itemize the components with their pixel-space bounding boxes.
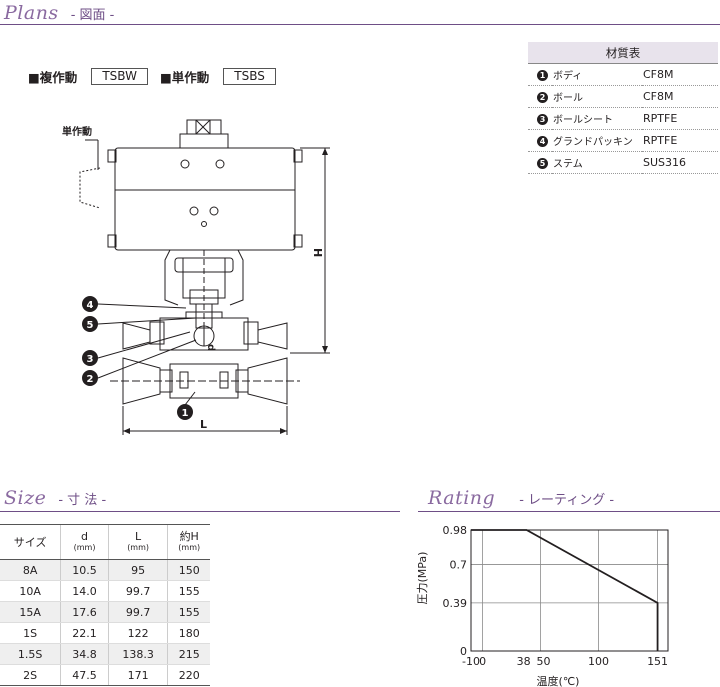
size-subtitle: - 寸 法 -	[58, 493, 107, 508]
part-material: RPTFE	[642, 129, 718, 152]
chart-plot-border	[470, 529, 669, 652]
part-material: CF8M	[642, 63, 718, 86]
material-row: 2 ボール CF8M	[528, 85, 718, 108]
chart-grid	[470, 529, 668, 652]
chart-x-tick-label: 50	[537, 655, 551, 668]
chart-y-tick-label: 0.39	[443, 597, 468, 610]
type-single-label: ■単作動	[159, 70, 210, 85]
chart-y-tick-label: 0	[460, 645, 467, 658]
material-row: 4 グランドパッキン RPTFE	[528, 129, 718, 152]
part-name: ボディ	[552, 63, 642, 86]
chart-y-tick-label: 0.7	[450, 559, 468, 572]
part-callout-1-label: 1	[182, 408, 189, 419]
part-name: ボール	[552, 85, 642, 108]
type-double-label: ■複作動	[28, 70, 78, 85]
chart-y-tick-label: 0.98	[443, 524, 468, 537]
size-col-L: L(mm)	[107, 524, 168, 560]
chart-y-ticks: 0 0.39 0.7 0.98	[443, 524, 468, 658]
single-acting-callout: 単作動	[62, 125, 92, 138]
rating-title: Rating	[428, 487, 496, 509]
rating-rule	[418, 511, 720, 512]
material-row: 5 ステム SUS316	[528, 151, 718, 174]
plans-rule	[0, 24, 720, 25]
part-callout-5: 5	[82, 316, 98, 332]
chart-x-tick-label: 0	[479, 655, 486, 668]
part-number-badge: 3	[537, 114, 548, 125]
part-name: ステム	[552, 151, 642, 174]
dim-d-label: d	[205, 344, 216, 351]
part-number-badge: 4	[537, 136, 548, 147]
size-heading: Size - 寸 法 -	[4, 487, 106, 509]
chart-series	[471, 529, 659, 651]
valve-drawing: 単作動 H L d 4 5 3 2 1	[62, 119, 330, 435]
chart-x-tick-label: -10	[462, 655, 480, 668]
plans-title: Plans	[4, 2, 59, 24]
part-callout-1: 1	[177, 404, 193, 420]
chart-ylabel: 圧力(MPa)	[416, 552, 429, 605]
part-callout-3: 3	[82, 350, 98, 366]
type-double-code: TSBW	[91, 68, 148, 85]
plans-subtitle: - 図面 -	[70, 8, 115, 23]
size-col-H: 約H(mm)	[167, 524, 210, 560]
part-callout-4-label: 4	[87, 300, 94, 311]
part-number-badge: 2	[537, 92, 548, 103]
part-callout-2-label: 2	[87, 374, 94, 385]
part-callout-4: 4	[82, 296, 98, 312]
plans-heading: Plans - 図面 -	[4, 2, 114, 24]
part-callout-5-label: 5	[87, 320, 94, 331]
material-row: 3 ボールシート RPTFE	[528, 107, 718, 130]
chart-x-tick-label: 151	[647, 655, 668, 668]
part-number-badge: 5	[537, 158, 548, 169]
chart-xlabel: 温度(℃)	[537, 674, 580, 687]
size-title: Size	[4, 487, 47, 509]
dim-H-label: H	[311, 248, 324, 257]
rating-subtitle: - レーティング -	[519, 493, 615, 508]
rating-heading: Rating - レーティング -	[428, 487, 614, 509]
size-col-d: d(mm)	[60, 524, 109, 560]
type-single-code: TSBS	[223, 68, 276, 85]
part-callout-2: 2	[82, 370, 98, 386]
part-callout-3-label: 3	[87, 354, 94, 365]
chart-series-line	[471, 529, 659, 651]
part-name: グランドパッキン	[552, 129, 642, 152]
chart-x-tick-label: 100	[588, 655, 609, 668]
part-material: RPTFE	[642, 107, 718, 130]
size-rule	[0, 511, 400, 512]
material-table: 材質表 1 ボディ CF8M 2 ボール CF8M 3 ボールシート RPTFE…	[528, 42, 718, 174]
part-number-badge: 1	[537, 70, 548, 81]
material-table-header: 材質表	[528, 42, 718, 64]
dim-L-label: L	[200, 418, 207, 431]
size-col-size: サイズ	[0, 524, 61, 560]
part-material: SUS316	[642, 151, 718, 174]
material-row: 1 ボディ CF8M	[528, 63, 718, 86]
chart-frame	[470, 529, 669, 652]
part-name: ボールシート	[552, 107, 642, 130]
actuation-types: ■複作動 TSBW ■単作動 TSBS	[28, 67, 288, 86]
part-material: CF8M	[642, 85, 718, 108]
chart-x-tick-label: 38	[517, 655, 531, 668]
